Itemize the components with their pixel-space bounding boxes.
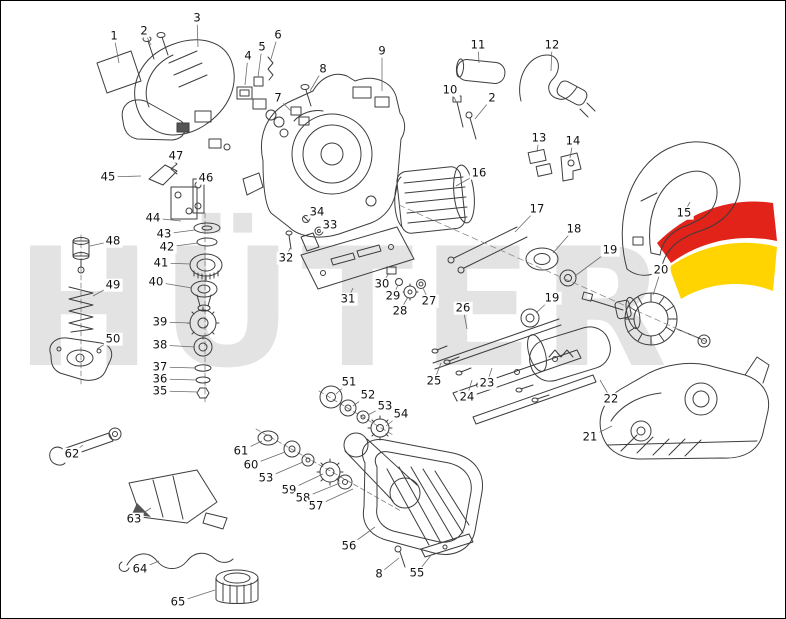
planer-body-drawing [599,356,770,460]
part-number-19-42: 19 [600,242,620,257]
part-number-55-68: 55 [407,565,427,580]
part-number-49-24: 49 [103,277,123,292]
part-number-61-56: 61 [231,443,251,458]
part-number-56-66: 56 [339,538,359,553]
part-number-53-58: 53 [256,470,276,485]
part-number-20-45: 20 [651,262,671,277]
depth-knob-stack-drawing [148,158,223,404]
part-number-60-57: 60 [241,457,261,472]
grip-cord-drawing [452,54,596,140]
part-number-18-41: 18 [564,221,584,236]
part-number-31-34: 31 [338,291,358,306]
part-number-63-63: 63 [124,511,144,526]
part-number-13-13: 13 [529,130,549,145]
part-number-11-9: 11 [468,37,488,52]
part-number-6-5: 6 [272,27,284,42]
part-number-27-38: 27 [419,293,439,308]
part-number-29-36: 29 [383,288,403,303]
belt-cover-drawing [362,438,484,568]
part-number-5-4: 5 [256,39,268,54]
part-number-30-35: 30 [372,276,392,291]
part-number-7-6: 7 [272,90,284,105]
part-number-2-1: 2 [138,23,150,38]
part-number-65-65: 65 [168,594,188,609]
part-number-50-27: 50 [103,331,123,346]
part-number-53-54: 53 [375,398,395,413]
part-number-36-29: 36 [150,371,170,386]
part-number-62-62: 62 [62,446,82,461]
stator-drawing [394,164,528,274]
part-number-38-26: 38 [150,337,170,352]
main-housing-drawing [242,73,406,252]
part-number-19-43: 19 [542,290,562,305]
motor-cover-drawing [96,32,235,151]
part-number-64-64: 64 [130,561,150,576]
part-number-10-10: 10 [440,82,460,97]
cord-clamp-drawing [527,148,582,182]
part-number-52-53: 52 [358,387,378,402]
bearing-ring-drawing [520,247,577,328]
part-number-46-17: 46 [196,170,216,185]
part-number-24-48: 24 [457,389,477,404]
part-number-3-2: 3 [191,10,203,25]
part-number-23-49: 23 [477,375,497,390]
part-number-4-3: 4 [242,48,254,63]
logo-yellow-stroke [669,242,777,299]
part-number-17-40: 17 [527,201,547,216]
part-number-26-46: 26 [453,300,473,315]
part-number-41-22: 41 [151,255,171,270]
pulley-gear-drawing [255,385,421,512]
part-number-8-7: 8 [317,61,329,76]
part-number-43-19: 43 [154,226,174,241]
motor-axis-line [398,204,710,344]
part-number-59-59: 59 [279,482,299,497]
part-number-33-32: 33 [320,217,340,232]
part-number-37-28: 37 [150,359,170,374]
part-number-12-12: 12 [542,37,562,52]
part-number-45-15: 45 [98,169,118,184]
part-number-14-14: 14 [563,133,583,148]
part-number-47-16: 47 [166,148,186,163]
part-number-40-23: 40 [146,274,166,289]
part-number-8-67: 8 [373,566,385,581]
watermark-text: HÜTER [15,213,676,404]
part-number-16-39: 16 [469,165,489,180]
logo-red-stroke [657,201,777,263]
part-number-54-55: 54 [391,406,411,421]
part-number-42-20: 42 [157,239,177,254]
part-number-25-47: 25 [424,373,444,388]
part-number-39-25: 39 [150,314,170,329]
cutter-drum-drawing [431,318,611,425]
part-number-1-0: 1 [108,28,120,43]
adjust-knob-spring-base-drawing [49,234,113,386]
part-number-9-8: 9 [376,43,388,58]
carbon-brush-parts-drawing [236,56,310,128]
part-number-22-50: 22 [601,391,621,406]
base-plate-parts-drawing [285,215,426,301]
part-number-28-37: 28 [390,303,410,318]
part-number-44-18: 44 [143,210,163,225]
part-number-32-33: 32 [276,250,296,265]
part-number-15-44: 15 [674,205,694,220]
part-number-2-11: 2 [486,90,498,105]
part-number-51-52: 51 [339,374,359,389]
part-number-48-21: 48 [103,233,123,248]
part-number-57-61: 57 [306,498,326,513]
part-number-34-31: 34 [307,204,327,219]
part-number-35-30: 35 [150,383,170,398]
part-number-21-51: 21 [580,429,600,444]
